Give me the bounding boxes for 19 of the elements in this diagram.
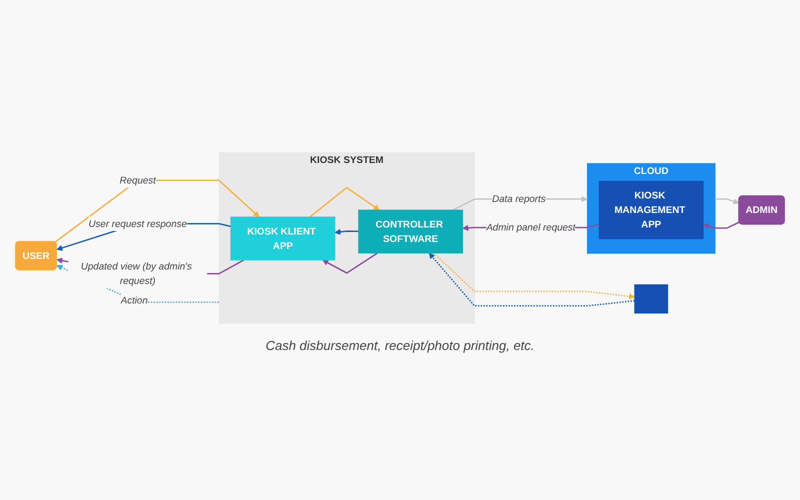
arrow [702, 221, 740, 229]
arrow [715, 198, 740, 204]
edge-label: User request response [88, 217, 187, 228]
arrow [428, 252, 635, 306]
note-text: Cash disbursement, receipt/photo printing, etc. [266, 338, 534, 354]
arrow [433, 252, 635, 299]
edge-label: Request [120, 174, 156, 186]
arrow [309, 186, 380, 218]
node-box [634, 284, 668, 314]
edge-label: Action [120, 294, 148, 306]
arrow [322, 252, 378, 274]
arrow [334, 228, 359, 234]
arrow [54, 179, 260, 242]
edge-label: Admin panel request [486, 221, 576, 232]
node-box: CONTROLLER SOFTWARE [358, 209, 464, 253]
edge-label: Updated view (by admin's request) [80, 260, 192, 286]
node-box: KIOSK MANAGEMENT APP [598, 180, 704, 239]
edge-label: Data reports [492, 192, 546, 204]
node-box: KIOSK KLIENT APP [230, 216, 336, 260]
